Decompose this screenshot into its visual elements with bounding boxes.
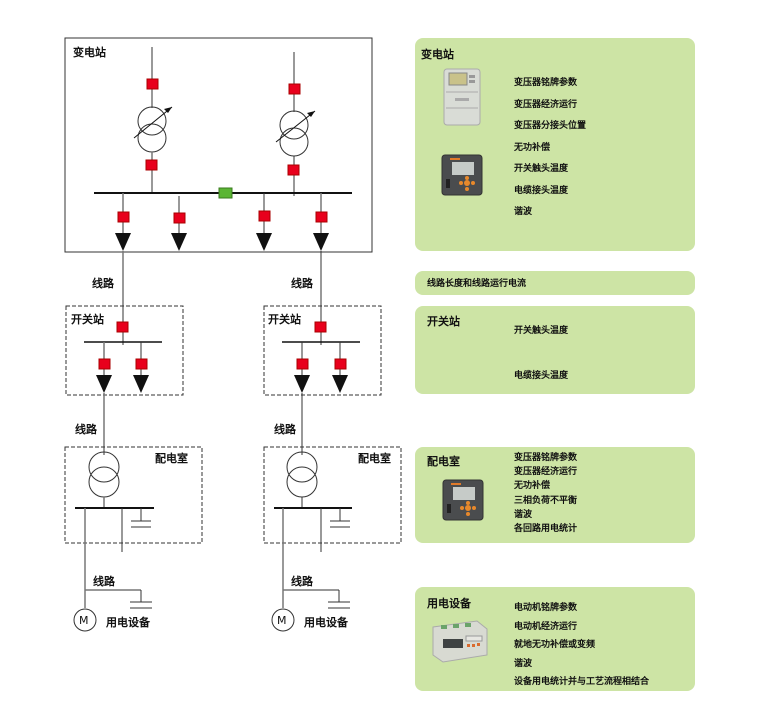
monitor-point <box>116 321 129 333</box>
list-item: 谐波 <box>514 509 533 520</box>
line-panel: 线路长度和线路运行电流 <box>415 271 695 295</box>
distribution-room-2: 配电室 <box>263 446 402 590</box>
switch-station-panel: 开关站 开关触头温度 电缆接头温度 <box>415 306 695 394</box>
feeder <box>313 193 329 251</box>
switch-station-2: 开关站 <box>263 305 382 396</box>
feeder <box>256 193 272 251</box>
line-label: 线路 <box>291 574 314 588</box>
motor-icon <box>73 608 97 632</box>
equipment-panel: 用电设备 电动机铭牌参数 电动机经济运行 就地无功补偿或变频 谐波 设备用电统计… <box>415 587 695 691</box>
list-item: 电动机经济运行 <box>514 621 578 632</box>
panel-title: 变电站 <box>421 48 454 61</box>
power-quality-monitor-device <box>441 154 483 196</box>
motor-icon <box>271 608 295 632</box>
list-item: 三相负荷不平衡 <box>514 495 578 506</box>
monitor-point <box>258 210 271 222</box>
list-item: 各回路用电统计 <box>514 524 578 535</box>
list-item: 电动机铭牌参数 <box>514 603 578 613</box>
equipment-label: 用电设备 <box>304 615 349 629</box>
monitor-point <box>314 321 327 333</box>
distribution-room-label: 配电室 <box>358 451 391 465</box>
switch-station-label: 开关站 <box>71 312 104 326</box>
line-label: 线路 <box>92 276 115 290</box>
list-item: 就地无功补偿或变频 <box>514 640 596 650</box>
bus-coupler <box>218 187 233 199</box>
list-item: 电缆接头温度 <box>514 371 569 381</box>
din-rail-meter-device <box>432 620 488 663</box>
list-item: 电缆接头温度 <box>514 185 569 196</box>
panel-title: 开关站 <box>427 315 460 328</box>
line-label: 线路 <box>75 422 98 436</box>
list-item: 无功补偿 <box>514 481 551 492</box>
list-item: 变压器经济运行 <box>514 467 578 478</box>
substation-label: 变电站 <box>73 45 106 59</box>
list-item: 变压器分接头位置 <box>514 121 587 131</box>
switch-station-label: 开关站 <box>268 312 301 326</box>
list-item: 变压器铭牌参数 <box>514 78 578 88</box>
line-label: 线路 <box>93 574 116 588</box>
energy-meter-device <box>443 68 481 126</box>
distribution-room-items: 变压器铭牌参数 变压器经济运行 无功补偿 三相负荷不平衡 谐波 各回路用电统计 <box>514 451 577 536</box>
switch-station-1: 开关站 <box>65 305 184 396</box>
monitor-point <box>146 78 159 90</box>
motor-symbol: M <box>277 614 287 627</box>
panel-title: 线路长度和线路运行电流 <box>427 279 527 289</box>
list-item: 变压器经济运行 <box>514 99 578 110</box>
monitor-point <box>145 159 158 171</box>
substation-items: 变压器铭牌参数 变压器经济运行 变压器分接头位置 无功补偿 开关触头温度 电缆接… <box>514 73 586 224</box>
list-item: 设备用电统计并与工艺流程相结合 <box>514 677 650 687</box>
power-quality-monitor-device <box>442 479 484 521</box>
monitor-point <box>288 83 301 95</box>
monitor-point <box>315 211 328 223</box>
transformer-1 <box>133 47 173 192</box>
list-item: 开关触头温度 <box>514 326 569 336</box>
equipment-branch-2: 线路 M 用电设备 <box>271 574 350 632</box>
list-item: 谐波 <box>514 207 533 217</box>
substation-panel: 变电站 变压器铭牌参数 变压器经济运行 变压器分接头位置 无功补偿 开关触头温度… <box>415 38 695 251</box>
equipment-branch-1: 线路 M 用电设备 <box>73 574 152 632</box>
distribution-room-1: 配电室 <box>64 446 203 590</box>
line-label: 线路 <box>291 276 314 290</box>
list-item: 变压器铭牌参数 <box>514 453 578 463</box>
transformer-2 <box>275 52 316 196</box>
motor-symbol: M <box>79 614 89 627</box>
equipment-items: 电动机铭牌参数 电动机经济运行 就地无功补偿或变频 谐波 设备用电统计并与工艺流… <box>514 599 649 692</box>
feeder <box>115 193 131 251</box>
monitor-point <box>135 358 148 370</box>
monitor-point <box>117 211 130 223</box>
monitor-point <box>287 164 300 176</box>
equipment-label: 用电设备 <box>106 615 151 629</box>
panel-title: 用电设备 <box>427 597 471 610</box>
list-item: 无功补偿 <box>514 142 551 153</box>
list-item: 开关触头温度 <box>514 164 569 174</box>
feeder <box>171 196 187 251</box>
distribution-room-panel: 配电室 变压器铭牌参数 变压器经济运行 无功补偿 三相负荷不平衡 谐波 各回路用… <box>415 447 695 543</box>
panel-title: 配电室 <box>427 455 460 468</box>
list-item: 谐波 <box>514 658 533 669</box>
line-label: 线路 <box>274 422 297 436</box>
distribution-room-label: 配电室 <box>155 451 188 465</box>
monitor-point <box>296 358 309 370</box>
monitor-point <box>334 358 347 370</box>
monitor-point <box>173 212 186 224</box>
monitor-point <box>98 358 111 370</box>
